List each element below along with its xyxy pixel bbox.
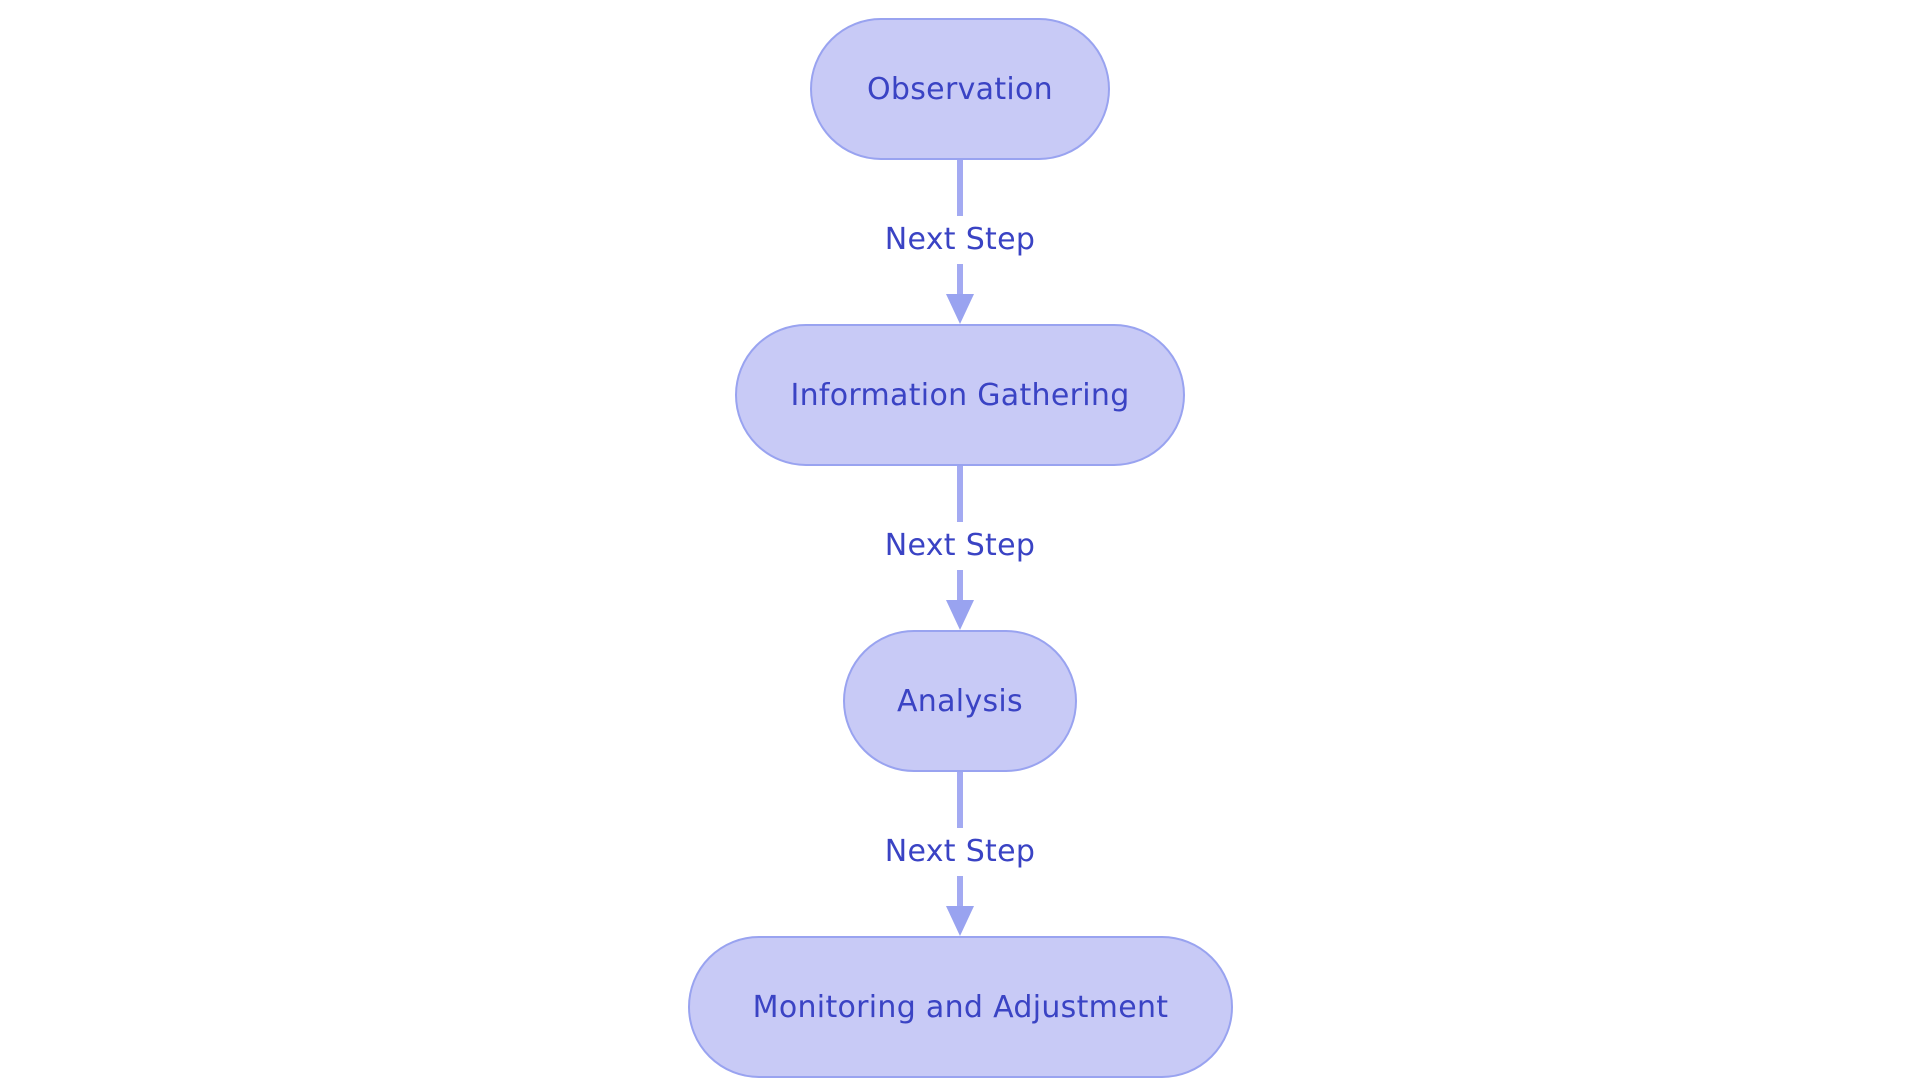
node-observation-label: Observation (867, 71, 1053, 107)
node-monitoring-and-adjustment: Monitoring and Adjustment (688, 936, 1233, 1078)
node-information-gathering-label: Information Gathering (790, 377, 1130, 413)
edge-line-segment (957, 772, 963, 828)
edge-line-segment (957, 570, 963, 600)
arrowhead-down-icon (946, 600, 974, 630)
edge-observation-to-information-gathering: Next Step (860, 160, 1060, 324)
node-analysis: Analysis (843, 630, 1077, 772)
edge-line-segment (957, 264, 963, 294)
node-information-gathering: Information Gathering (735, 324, 1185, 466)
edge-label: Next Step (884, 528, 1036, 563)
edge-label: Next Step (884, 222, 1036, 257)
edge-line-segment (957, 876, 963, 906)
edge-analysis-to-monitoring-and-adjustment: Next Step (860, 772, 1060, 936)
arrowhead-down-icon (946, 906, 974, 936)
arrowhead-down-icon (946, 294, 974, 324)
node-observation: Observation (810, 18, 1110, 160)
edge-label: Next Step (884, 834, 1036, 869)
edge-line-segment (957, 466, 963, 522)
node-monitoring-and-adjustment-label: Monitoring and Adjustment (752, 989, 1169, 1025)
edge-information-gathering-to-analysis: Next Step (860, 466, 1060, 630)
node-analysis-label: Analysis (896, 683, 1023, 719)
edge-line-segment (957, 160, 963, 216)
